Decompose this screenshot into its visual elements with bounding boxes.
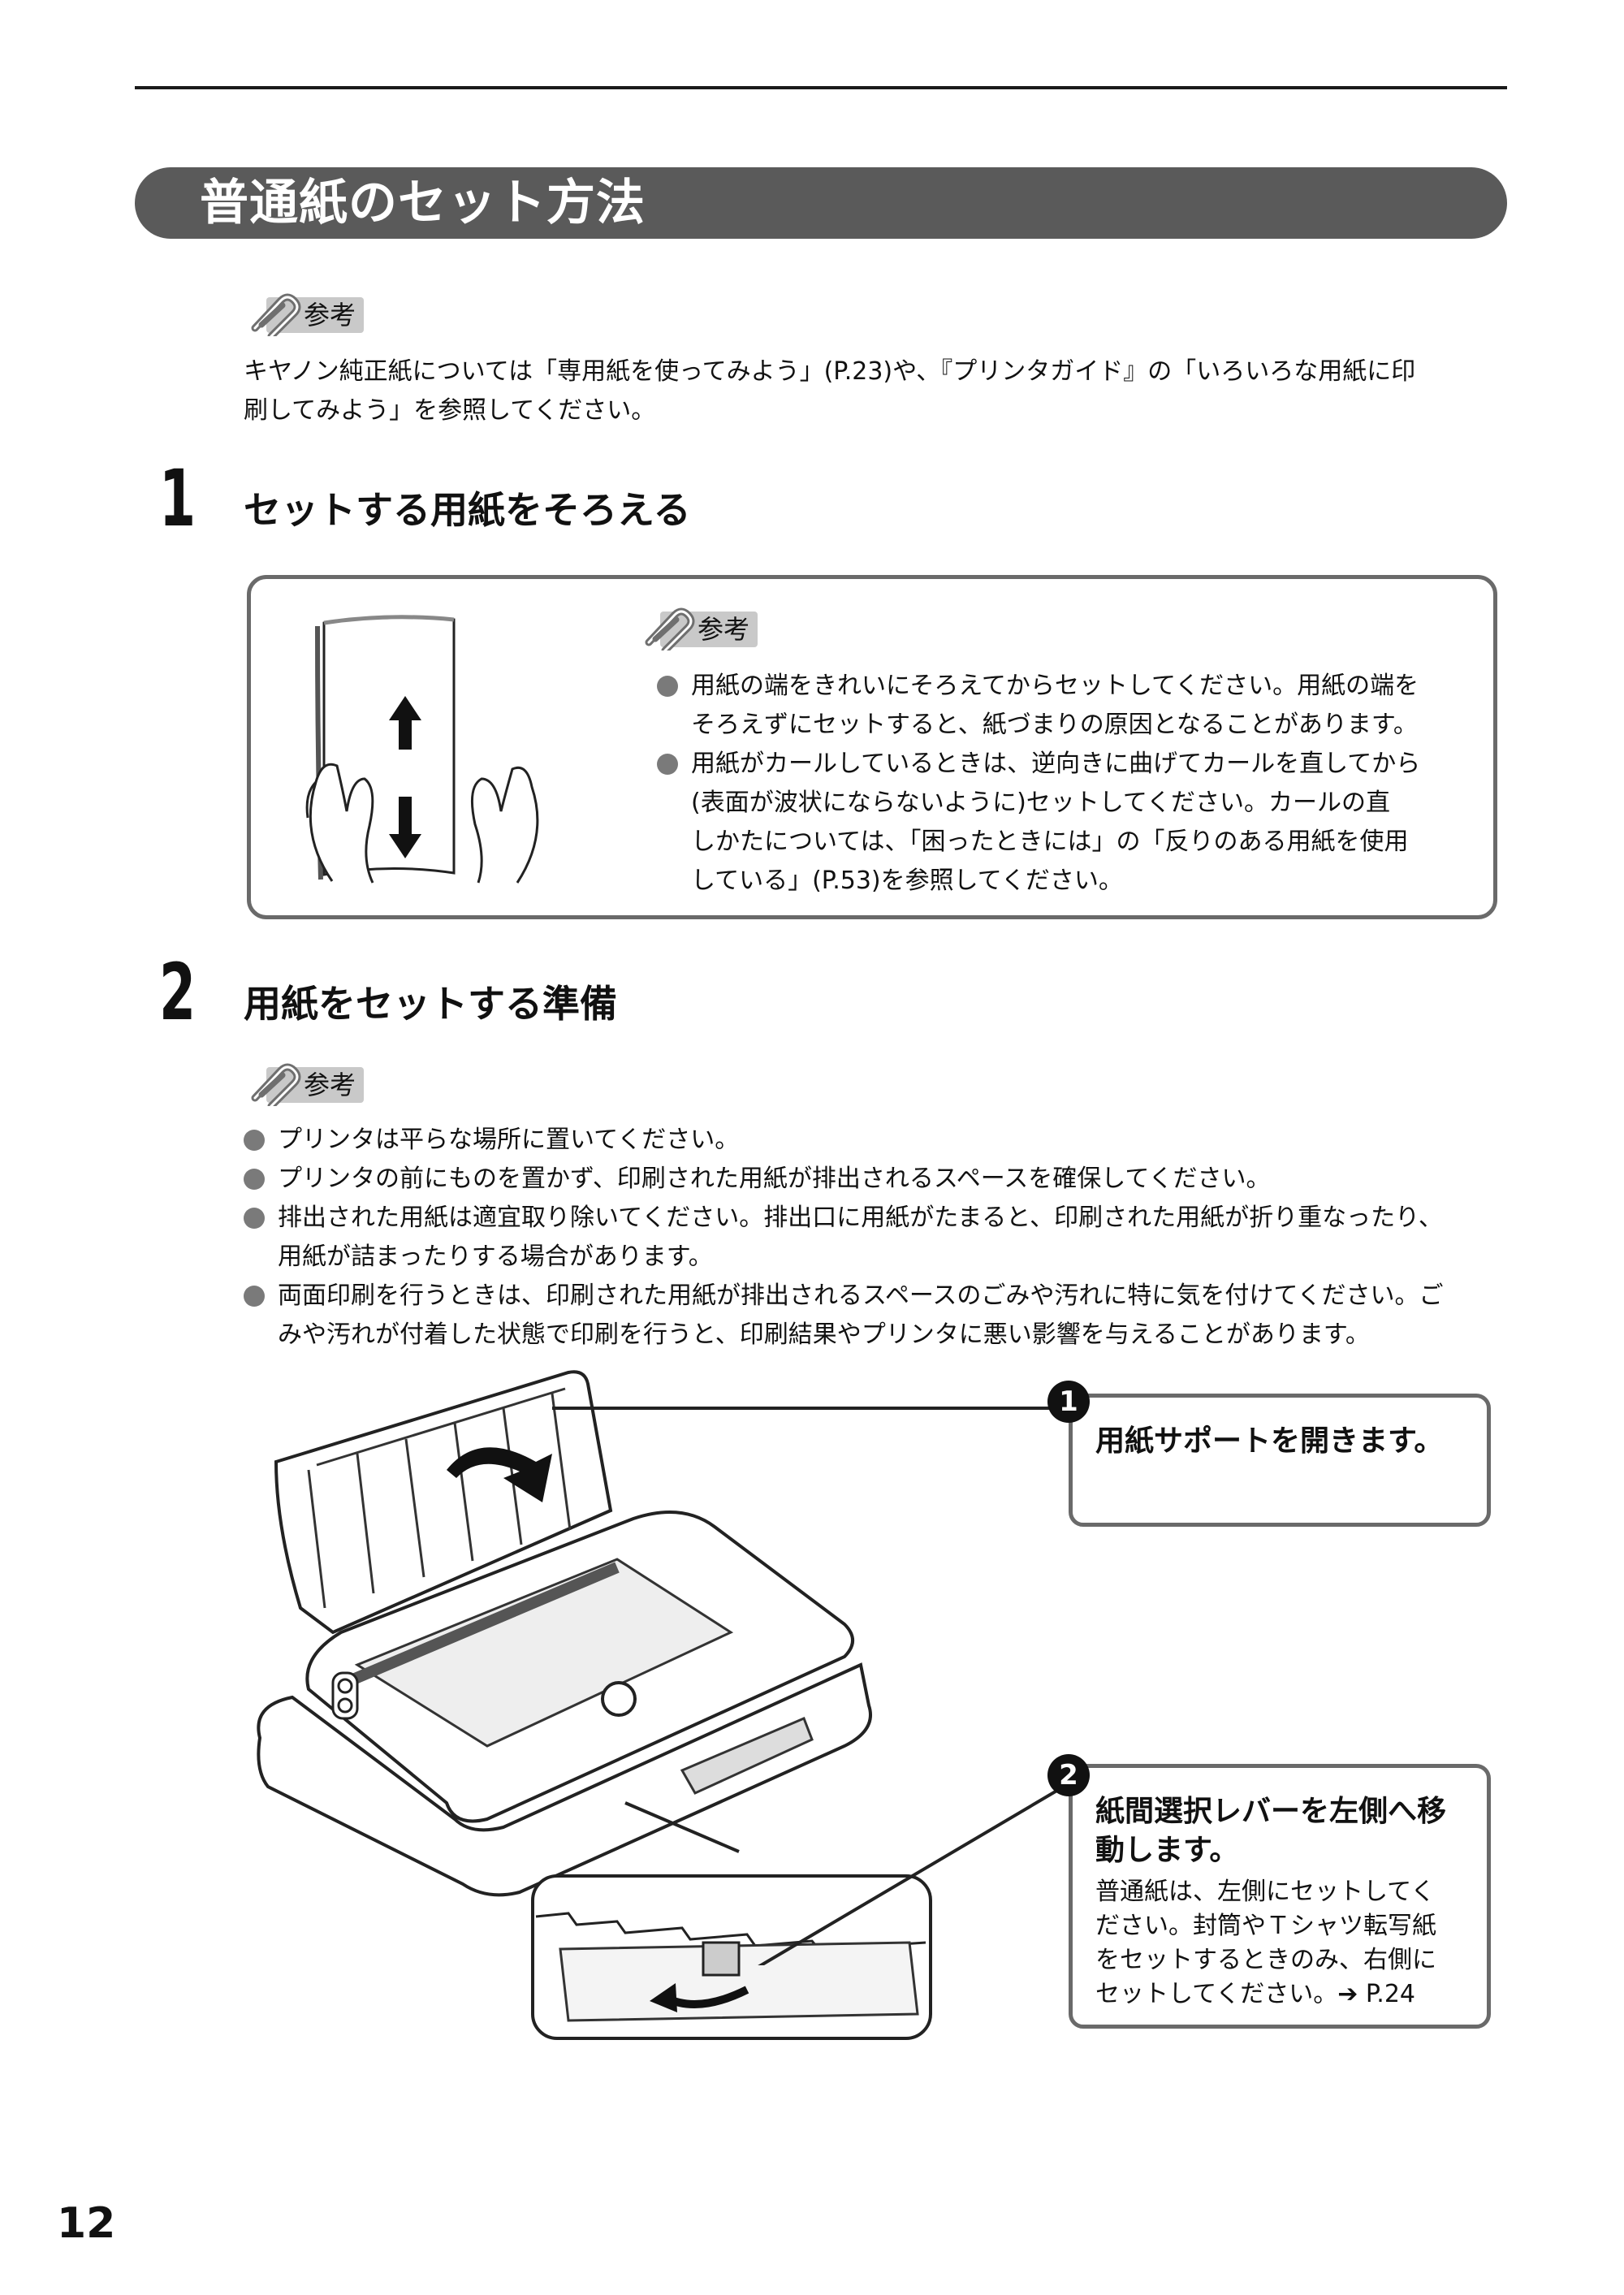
list-item: 両面印刷を行うときは、印刷された用紙が排出されるスペースのごみや汚れに特に気を付…	[244, 1277, 1510, 1355]
list-item: 用紙の端をきれいにそろえてからセットしてください。用紙の端を そろえずにセットす…	[657, 667, 1477, 745]
paperclip-icon	[645, 607, 695, 650]
step-1-number: 1	[159, 453, 197, 544]
printer-illustration	[257, 1370, 932, 2040]
step-2-title: 用紙をセットする準備	[244, 982, 617, 1026]
list-item: 排出された用紙は適宜取り除いてください。排出口に用紙がたまると、印刷された用紙が…	[244, 1199, 1510, 1277]
section-title: 普通紙のセット方法	[200, 175, 646, 231]
step-2-notes: プリンタは平らな場所に置いてください。 プリンタの前にものを置かず、印刷された用…	[244, 1121, 1510, 1355]
step-1-notes: 用紙の端をきれいにそろえてからセットしてください。用紙の端を そろえずにセットす…	[657, 667, 1477, 901]
reference-badge: 参考	[637, 603, 767, 650]
list-item: プリンタは平らな場所に置いてください。	[244, 1121, 1510, 1160]
list-item: 用紙がカールしているときは、逆向きに曲げてカールを直してから (表面が波状になら…	[657, 745, 1477, 901]
reference-label: 参考	[698, 614, 750, 645]
callout-2-number: 2	[1047, 1754, 1090, 1796]
reference-badge: 参考	[244, 289, 374, 336]
callout-2-body: 普通紙は、左側にセットしてく ださい。封筒やＴシャツ転写紙 をセットするときのみ…	[1095, 1878, 1436, 2008]
step-1-frame: 参考 用紙の端をきれいにそろえてからセットしてください。用紙の端を そろえずにセ…	[247, 575, 1497, 919]
bullet-icon	[657, 754, 678, 775]
intro-note: キヤノン純正紙については「専用紙を使ってみよう」(P.23)や、『プリンタガイド…	[244, 357, 1416, 425]
callout-1: 用紙サポートを開きます。	[1069, 1394, 1491, 1527]
bullet-icon	[244, 1208, 265, 1229]
bullet-icon	[657, 676, 678, 697]
paperclip-icon	[251, 293, 301, 336]
paper-stack-illustration	[305, 615, 539, 884]
reference-label: 参考	[304, 1070, 356, 1100]
paperclip-icon	[251, 1063, 301, 1106]
callout-2: 紙間選択レバーを左側へ移 動します。 普通紙は、左側にセットしてく ださい。封筒…	[1069, 1764, 1491, 2029]
callout-leader-lines	[552, 1407, 1072, 1965]
bullet-icon	[244, 1169, 265, 1190]
bullet-icon	[244, 1286, 265, 1307]
bullet-icon	[244, 1130, 265, 1151]
step-1-title: セットする用紙をそろえる	[244, 488, 691, 532]
page-number: 12	[57, 2199, 116, 2248]
list-item: プリンタの前にものを置かず、印刷された用紙が排出されるスペースを確保してください…	[244, 1160, 1510, 1199]
callout-2-heading: 紙間選択レバーを左側へ移 動します。	[1095, 1795, 1447, 1867]
reference-label: 参考	[304, 300, 356, 331]
callout-1-number: 1	[1047, 1381, 1090, 1423]
top-rule	[135, 86, 1507, 89]
section-title-bar: 普通紙のセット方法	[135, 167, 1507, 239]
step-2-number: 2	[159, 947, 197, 1038]
reference-badge: 参考	[244, 1059, 374, 1106]
callout-1-text: 用紙サポートを開きます。	[1095, 1424, 1444, 1458]
